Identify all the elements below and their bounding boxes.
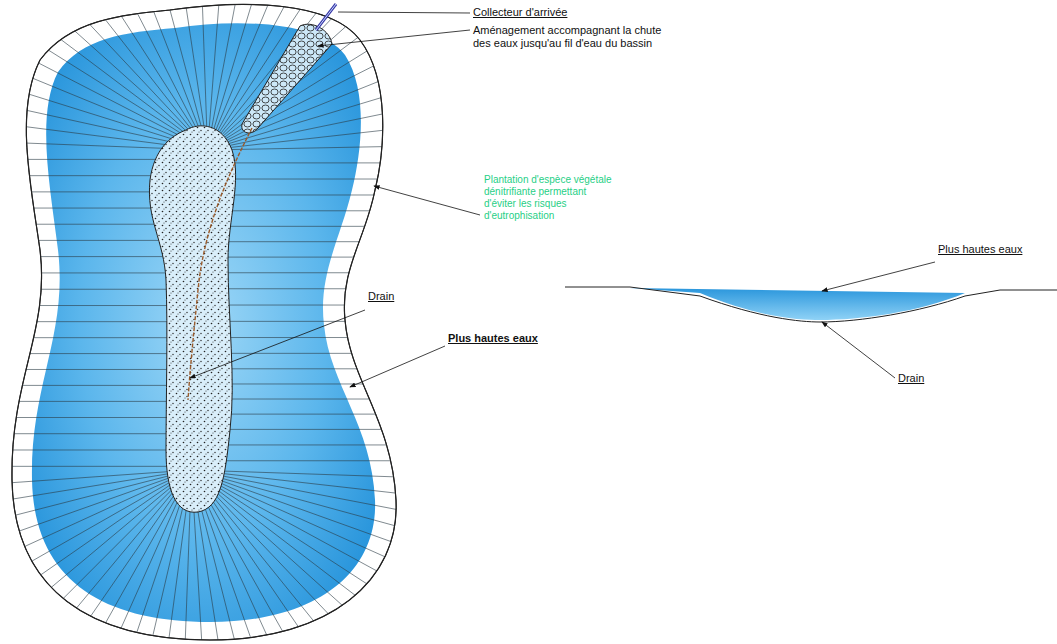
basin-outline: [12, 4, 396, 640]
leader-line: [318, 30, 470, 46]
slope-line: [208, 114, 383, 150]
slope-line: [41, 470, 192, 575]
slope-line: [25, 470, 192, 546]
callout-label: Plus hautes eaux: [938, 243, 1048, 256]
basin-bank: [12, 4, 396, 640]
drain-bed: [149, 126, 235, 512]
leader-line: [822, 262, 935, 291]
callout-label: Plus hautes eaux: [448, 332, 568, 345]
callout-label: Drain: [898, 372, 958, 385]
slope-line: [19, 470, 191, 531]
slope-line: [208, 130, 383, 150]
leader-line: [350, 346, 445, 387]
slope-line: [208, 98, 382, 150]
water-surface: [32, 23, 375, 622]
slope-line: [12, 470, 191, 483]
section-ground: [565, 287, 1057, 322]
leader-line: [338, 12, 470, 13]
slope-line: [208, 5, 268, 150]
drain-pipe: [188, 128, 252, 400]
leader-line: [190, 310, 365, 378]
slope-line: [15, 470, 191, 515]
slope-line: [13, 470, 191, 499]
slope-line: [208, 147, 382, 150]
callout-label: Aménagement accompagnant la chute des ea…: [473, 24, 668, 50]
slope-line: [208, 82, 379, 150]
inlet-pipe-core: [316, 4, 336, 30]
riprap-chute: [242, 24, 332, 133]
callout-label: Drain: [368, 290, 428, 303]
section-water: [630, 288, 965, 320]
slope-line: [32, 470, 192, 561]
leader-line: [374, 186, 480, 215]
slope-lines: [12, 5, 396, 640]
leader-line: [822, 322, 895, 378]
callout-label: Plantation d'espèce végétale dénitrifian…: [484, 174, 612, 222]
callout-label: Collecteur d'arrivée: [473, 6, 673, 19]
slope-line: [12, 466, 192, 467]
inlet-pipe: [316, 4, 336, 30]
